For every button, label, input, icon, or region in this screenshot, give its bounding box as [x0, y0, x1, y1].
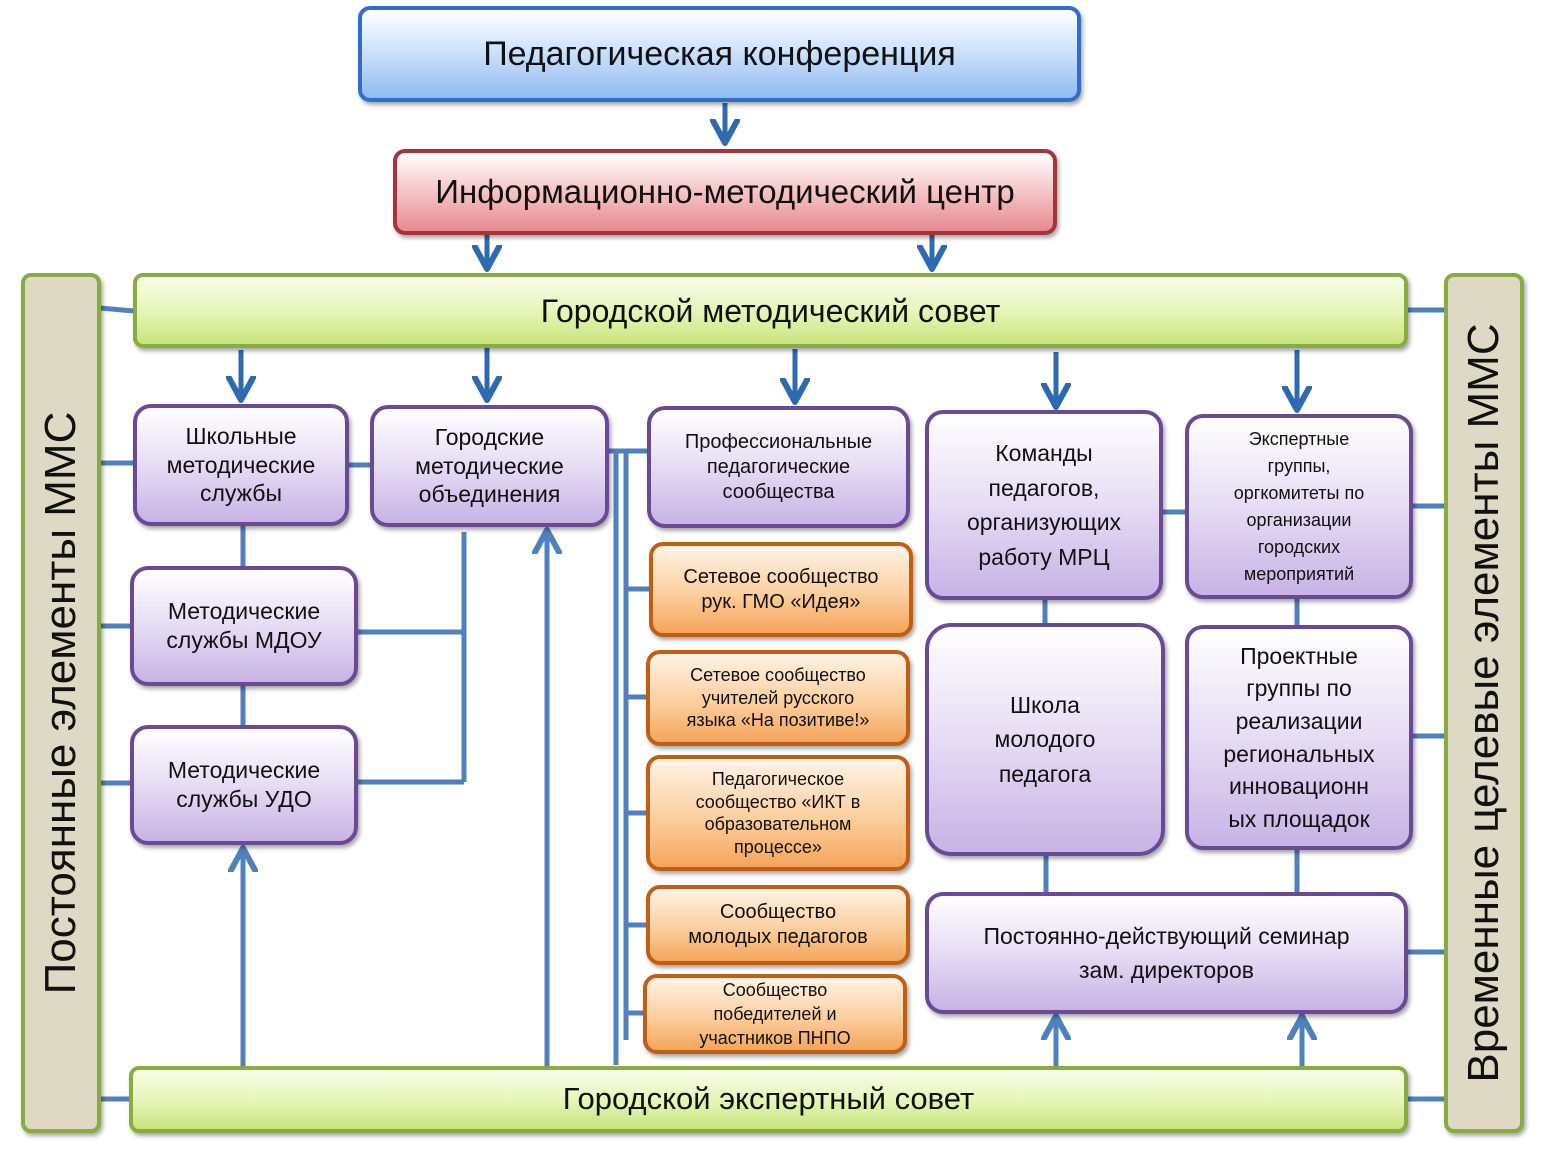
- city-associations-line: методические: [415, 452, 564, 479]
- expert-groups-line: организации: [1246, 509, 1352, 530]
- young-teacher-school-box: Школа молодого педагога: [925, 623, 1165, 856]
- community-line: учителей русского: [701, 687, 855, 708]
- teams-line: педагогов,: [988, 474, 1100, 501]
- temporary-elements-label: Временные целевые элементы ММС: [1459, 323, 1508, 1083]
- professional-communities-line: сообщества: [722, 480, 835, 503]
- mdou-services-line: Методические: [167, 598, 321, 625]
- community-line: Сетевое сообщество: [690, 665, 866, 686]
- school-services-box: Школьные методические службы: [133, 404, 349, 526]
- permanent-elements-panel: Постоянные элементы ММС: [21, 273, 101, 1133]
- udo-services-line: Методические: [167, 757, 321, 784]
- young-teacher-school-line: педагога: [998, 760, 1092, 787]
- project-groups-line: реализации: [1235, 707, 1363, 734]
- professional-communities-box: Профессиональные педагогические сообщест…: [647, 406, 910, 528]
- city-expert-council-label: Городской экспертный совет: [562, 1081, 975, 1117]
- imc-label: Информационно-методический центр: [435, 173, 1015, 211]
- project-groups-line: группы по: [1246, 675, 1352, 702]
- community-line: Сетевое сообщество: [683, 565, 879, 588]
- temporary-elements-panel: Временные целевые элементы ММС: [1444, 273, 1524, 1133]
- permanent-elements-label: Постоянные элементы ММС: [36, 411, 85, 995]
- mdou-services-line: службы МДОУ: [166, 627, 322, 653]
- teams-line: Команды: [995, 440, 1093, 466]
- project-groups-line: региональных: [1223, 740, 1375, 767]
- school-services-line: службы: [199, 480, 283, 507]
- community-ict-box: Педагогическое сообщество «ИКТ в образов…: [646, 755, 910, 871]
- udo-services-line: службы УДО: [176, 786, 312, 812]
- community-young-box: Сообщество молодых педагогов: [646, 885, 910, 965]
- udo-services-box: Методические службы УДО: [130, 725, 358, 845]
- conference-box: Педагогическая конференция: [358, 6, 1081, 102]
- young-teacher-school-line: молодого: [994, 726, 1096, 753]
- expert-groups-line: Экспертные: [1248, 428, 1350, 449]
- city-associations-box: Городские методические объединения: [370, 405, 609, 527]
- school-services-line: методические: [166, 451, 316, 478]
- community-line: языка «На позитиве!»: [686, 710, 870, 731]
- mdou-services-box: Методические службы МДОУ: [130, 566, 358, 686]
- seminar-line: Постоянно-действующий семинар: [983, 922, 1350, 949]
- project-groups-line: Проектные: [1240, 642, 1358, 669]
- community-line: сообщество «ИКТ в: [695, 791, 861, 812]
- link-left-council: [99, 305, 135, 314]
- professional-communities-line: Профессиональные: [684, 430, 873, 453]
- school-services-line: Школьные: [185, 422, 297, 449]
- community-line: рук. ГМО «Идея»: [701, 590, 861, 613]
- community-line: Педагогическое: [711, 769, 845, 789]
- community-line: процессе»: [734, 836, 822, 857]
- community-idea-box: Сетевое сообщество рук. ГМО «Идея»: [649, 542, 913, 637]
- project-groups-line: ых площадок: [1228, 805, 1370, 832]
- teams-box: Команды педагогов, организующих работу М…: [925, 410, 1163, 600]
- teams-line: организующих: [966, 509, 1122, 535]
- expert-groups-line: городских: [1257, 536, 1341, 557]
- project-groups-box: Проектные группы по реализации региональ…: [1185, 625, 1413, 850]
- city-methodical-council-box: Городской методический совет: [133, 273, 1408, 348]
- community-line: Сообщество: [719, 901, 837, 923]
- expert-groups-line: мероприятий: [1243, 563, 1355, 584]
- community-line: Сообщество: [722, 979, 828, 1000]
- seminar-line: зам. директоров: [1079, 957, 1254, 983]
- teams-line: работу МРЦ: [978, 543, 1110, 570]
- conference-label: Педагогическая конференция: [483, 34, 956, 73]
- community-line: молодых педагогов: [688, 926, 868, 948]
- young-teacher-school-line: Школа: [1010, 691, 1080, 718]
- community-line: образовательном: [704, 814, 852, 834]
- community-russian-box: Сетевое сообщество учителей русского язы…: [646, 650, 910, 746]
- city-associations-line: объединения: [418, 481, 561, 508]
- city-associations-line: Городские: [434, 423, 545, 450]
- imc-box: Информационно-методический центр: [393, 149, 1057, 235]
- community-line: участников ПНПО: [699, 1028, 851, 1049]
- expert-groups-line: группы,: [1267, 455, 1331, 476]
- expert-groups-box: Экспертные группы, оргкомитеты по органи…: [1185, 414, 1413, 599]
- professional-communities-line: педагогические: [706, 455, 851, 478]
- seminar-box: Постоянно-действующий семинар зам. дирек…: [925, 892, 1408, 1014]
- community-line: победителей и: [713, 1003, 837, 1024]
- city-expert-council-box: Городской экспертный совет: [129, 1066, 1408, 1133]
- community-pnpo-box: Сообщество победителей и участников ПНПО: [643, 974, 907, 1054]
- expert-groups-line: оргкомитеты по: [1233, 482, 1365, 503]
- city-methodical-council-label: Городской методический совет: [540, 292, 1001, 329]
- project-groups-line: инновационн: [1228, 773, 1369, 800]
